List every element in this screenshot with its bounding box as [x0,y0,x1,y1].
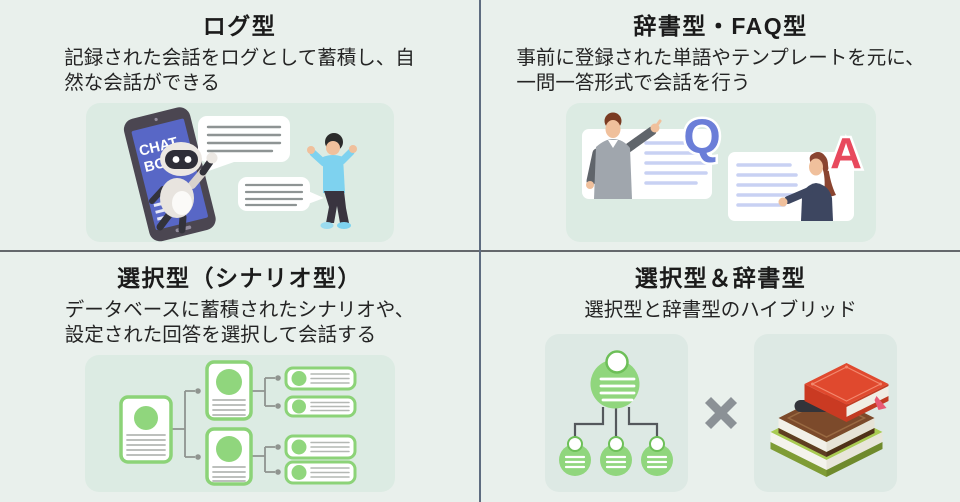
quadrant-title: ログ型 [202,13,277,39]
quadrant-scenario-type: 選択型（シナリオ型） データベースに蓄積されたシナリオや、 設定された回答を選択… [0,252,479,502]
selection-tree-panel [544,334,688,492]
a-letter: A [830,129,862,178]
scenario-type-illustration [84,355,395,492]
quadrant-hybrid-type: 選択型＆辞書型 選択型と辞書型のハイブリッド [481,252,960,502]
decision-tree-icon [558,350,673,476]
books-stack-icon [770,363,888,477]
description-line: 然な会話ができる [64,72,220,94]
woman-presenting-icon [778,152,836,221]
quadrant-description: 選択型と辞書型のハイブリッド [481,298,960,323]
faq-type-illustration: Q [565,103,876,242]
tree-leaf-node [558,436,591,476]
description-line: データベースに蓄積されたシナリオや、 [64,299,415,321]
flowchart-branch-card [204,360,253,421]
quadrant-title: 選択型＆辞書型 [634,265,807,291]
quadrant-title: 選択型（シナリオ型） [117,265,362,291]
robot-icon [148,142,217,234]
description-line: 事前に登録された単語やテンプレートを元に、 [516,47,925,69]
description-line: 選択型と辞書型のハイブリッド [584,299,857,321]
flowchart-branch-card [204,427,253,486]
flowchart-leaf-card [284,434,356,460]
tree-leaf-node [599,436,632,476]
quadrant-description: データベースに蓄積されたシナリオや、 設定された回答を選択して会話する [0,298,479,348]
quadrant-dictionary-faq-type: 辞書型・FAQ型 事前に登録された単語やテンプレートを元に、 一問一答形式で会話… [481,0,960,250]
vertical-divider [479,0,481,502]
quadrant-description: 記録された会話をログとして蓄積し、自 然な会話ができる [0,46,479,96]
flowchart-leaf-card [284,460,356,485]
quadrant-log-type: ログ型 記録された会話をログとして蓄積し、自 然な会話ができる CHAT BOT [0,0,479,250]
flowchart-root-card [118,395,173,464]
tree-root-node [590,359,639,409]
q-letter: Q [683,111,720,164]
hybrid-illustration-row [481,334,960,492]
speech-bubble-icon [237,177,324,211]
brown-book [778,394,874,457]
flowchart-connectors [170,377,275,473]
man-pointing-icon [585,112,661,199]
quadrant-description: 事前に登録された単語やテンプレートを元に、 一問一答形式で会話を行う [481,46,960,96]
dictionary-books-panel [753,334,897,492]
description-line: 記録された会話をログとして蓄積し、自 [64,47,415,69]
scenario-flowchart [118,360,356,486]
connector-dots [194,375,281,475]
quadrant-title: 辞書型・FAQ型 [633,13,808,39]
flowchart-leaf-card [284,395,356,418]
description-line: 設定された回答を選択して会話する [64,324,377,346]
description-line: 一問一答形式で会話を行う [516,72,751,94]
multiply-icon [704,396,737,430]
flowchart-leaf-card [284,366,356,391]
tree-leaf-node [640,436,673,476]
person-icon [306,133,357,229]
question-answer-scene: Q [581,109,864,221]
red-book [804,363,888,422]
log-type-illustration: CHAT BOT [85,103,394,242]
tree-connectors [573,407,658,438]
chatbot-conversation-scene: CHAT BOT [123,107,357,242]
